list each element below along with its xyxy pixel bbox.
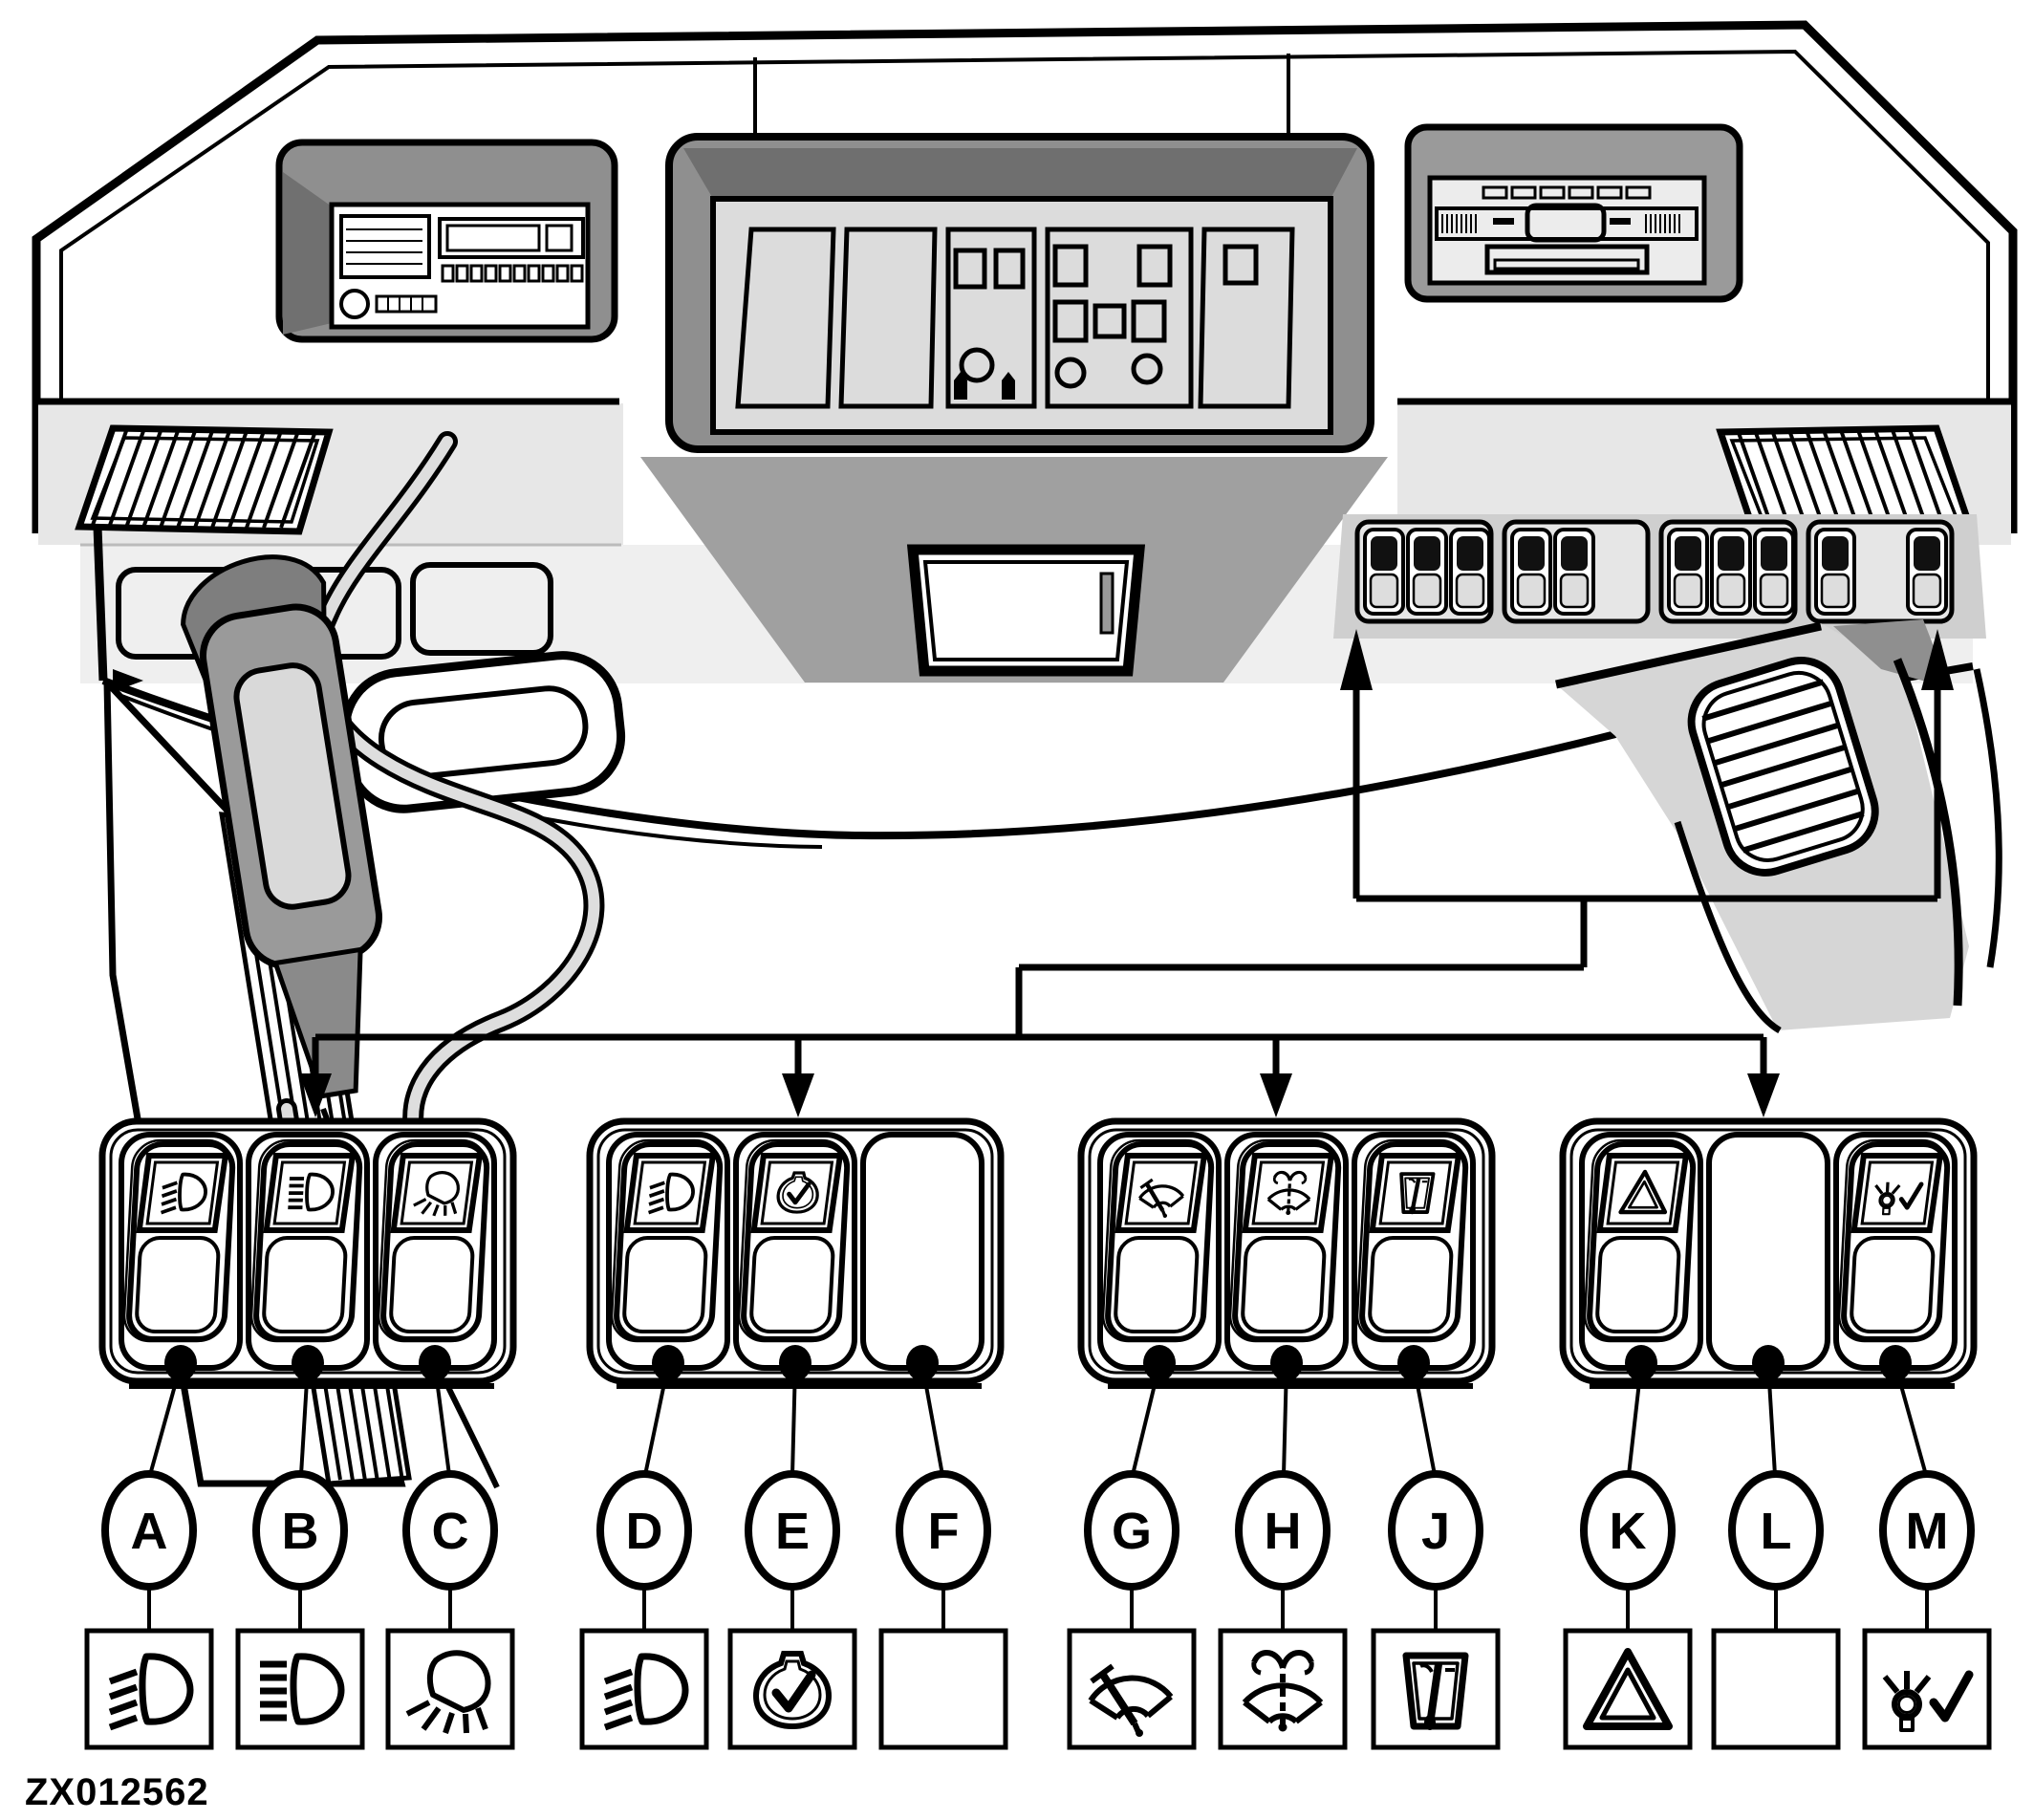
callout-label-b: B <box>282 1503 319 1560</box>
cab-roof-inner-line <box>59 49 1990 516</box>
fuel-symbol-1 <box>954 372 967 400</box>
instrument-cluster <box>665 133 1374 453</box>
callout-l: L <box>1728 1470 1824 1591</box>
gauge-left <box>735 227 836 409</box>
headlight-switch-panel <box>102 1121 513 1386</box>
switch-k-hazard <box>1582 1135 1700 1381</box>
callout-label-j: J <box>1421 1503 1450 1560</box>
center-display <box>906 544 1146 677</box>
cab-frame-right-edge <box>1973 668 2002 968</box>
switch-a-low-beam <box>121 1135 240 1381</box>
beacon-switch-panel <box>590 1121 1001 1386</box>
dash-switch-group-2 <box>1502 519 1651 624</box>
indicator-block-2 <box>1045 227 1194 409</box>
switch-m-bulb-check <box>1836 1135 1955 1381</box>
legend-box-j <box>1371 1628 1501 1750</box>
callout-m: M <box>1879 1470 1975 1591</box>
microphone-handset <box>181 554 383 1099</box>
gauge-right <box>1198 227 1295 409</box>
dash-corner-notch <box>113 669 143 692</box>
legend-box-c <box>385 1628 515 1750</box>
switch-e-beacon-check <box>736 1135 855 1381</box>
callout-h: H <box>1235 1470 1331 1591</box>
callout-bracket <box>315 684 1941 1041</box>
legend-box-a <box>84 1628 214 1750</box>
dash-switch-group-1 <box>1354 519 1494 624</box>
callout-label-m: M <box>1906 1503 1949 1560</box>
callout-label-f: F <box>928 1503 960 1560</box>
dash-tray-small <box>410 562 553 656</box>
radio-buttons <box>441 264 584 283</box>
symbol-legend <box>84 1628 1992 1750</box>
switch-h-washer <box>1227 1135 1346 1381</box>
callout-label-c: C <box>432 1503 469 1560</box>
callout-j: J <box>1388 1470 1483 1591</box>
leader-lines <box>147 1364 1929 1631</box>
switch-g-front-wiper <box>1100 1135 1219 1381</box>
callout-d: D <box>596 1470 692 1591</box>
dash-switch-group-3 <box>1658 519 1798 624</box>
fuel-symbol-2 <box>1002 372 1015 400</box>
callout-arrow-up-left <box>1340 629 1373 690</box>
hazard-switch-panel <box>1563 1121 1974 1386</box>
callout-b: B <box>252 1470 348 1591</box>
dashboard-illustration <box>32 20 2018 1489</box>
legend-box-e <box>727 1628 857 1750</box>
callout-a: A <box>101 1470 197 1591</box>
armrest-pad <box>1687 656 1879 877</box>
radio-display <box>339 214 431 279</box>
cassette-slot <box>438 217 585 259</box>
callout-label-k: K <box>1610 1503 1647 1560</box>
switch-f-blank-slot <box>863 1135 982 1381</box>
panel3-arrow-icon <box>1260 1037 1292 1117</box>
callout-e: E <box>745 1470 840 1591</box>
switch-d-low-beam <box>609 1135 727 1381</box>
callout-label-e: E <box>775 1503 810 1560</box>
callout-k: K <box>1580 1470 1676 1591</box>
callout-c: C <box>402 1470 498 1591</box>
gauge-left2 <box>838 227 938 409</box>
callout-label-a: A <box>131 1503 168 1560</box>
legend-box-d <box>579 1628 709 1750</box>
switch-l-blank-slot <box>1709 1135 1828 1381</box>
legend-box-k <box>1563 1628 1693 1750</box>
switch-j-rear-wiper <box>1354 1135 1473 1381</box>
dash-switch-group-4 <box>1806 519 1955 624</box>
callout-label-h: H <box>1265 1503 1302 1560</box>
grab-handle <box>341 651 626 813</box>
legend-box-f <box>878 1628 1008 1750</box>
switch-c-work-light <box>376 1135 494 1381</box>
legend-box-m <box>1862 1628 1992 1750</box>
switch-b-high-beam <box>249 1135 367 1381</box>
callout-label-g: G <box>1112 1503 1152 1560</box>
figure-code: ZX012562 <box>25 1771 209 1813</box>
left-air-vent <box>75 424 334 535</box>
display-cursor-bar <box>1099 572 1114 635</box>
callout-g: G <box>1084 1470 1179 1591</box>
callout-arrow-up-right <box>1921 629 1954 690</box>
panel2-arrow-icon <box>782 1037 814 1117</box>
indicator-block-1 <box>945 227 1037 409</box>
legend-box-b <box>235 1628 365 1750</box>
climate-display <box>1525 203 1607 243</box>
radio-knob <box>339 289 370 319</box>
wiper-switch-panel <box>1081 1121 1492 1386</box>
legend-box-g <box>1067 1628 1197 1750</box>
callout-letters: A B C D E F G H J K L M <box>101 1470 1975 1591</box>
callout-label-l: L <box>1761 1503 1792 1560</box>
panel4-arrow-icon <box>1747 1037 1780 1117</box>
climate-control-unit <box>1404 123 1743 303</box>
legend-box-l <box>1711 1628 1841 1750</box>
radio-console <box>275 139 618 343</box>
callout-f: F <box>896 1470 991 1591</box>
callout-label-d: D <box>626 1503 663 1560</box>
legend-box-h <box>1218 1628 1348 1750</box>
armrest-console <box>1555 619 2002 1034</box>
right-air-vent <box>1716 424 1975 535</box>
dash-switch-bank-strip <box>1333 514 1986 639</box>
cab-roof-outline <box>32 20 2018 533</box>
dash-left-edge <box>92 500 108 682</box>
